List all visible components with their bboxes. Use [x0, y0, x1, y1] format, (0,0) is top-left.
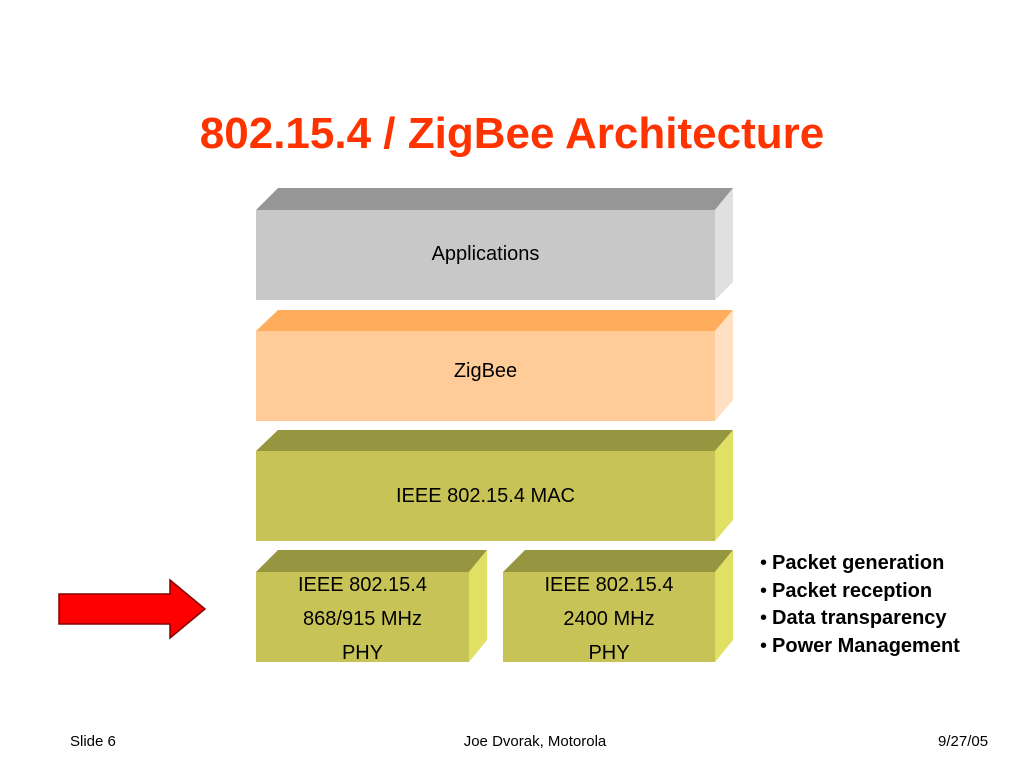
zigbee-label: ZigBee	[453, 360, 518, 382]
footer-date: 9/27/05	[938, 733, 989, 750]
phy-868-915-layer	[256, 550, 487, 662]
bullet-icon: •	[760, 607, 768, 629]
phy-right-line3: PHY	[588, 642, 630, 664]
mac-layer-top	[256, 430, 733, 451]
phy-left-line2: 868/915 MHz	[303, 608, 422, 630]
footer-author: Joe Dvorak, Motorola	[463, 733, 607, 750]
footer-slide-number: Slide 6	[70, 733, 116, 750]
bullet-icon: •	[760, 552, 768, 574]
phy-left-front	[256, 572, 469, 662]
list-item: •Power Management	[760, 634, 960, 657]
phy-right-label: IEEE 802.15.4 2400 MHz PHY	[503, 568, 715, 670]
mac-label: IEEE 802.15.4 MAC	[396, 485, 575, 507]
zigbee-layer	[256, 310, 733, 421]
phy-right-line1: IEEE 802.15.4	[544, 574, 674, 596]
phy-left-line3: PHY	[341, 642, 384, 664]
phy-left-line1: IEEE 802.15.4	[298, 574, 427, 596]
phy-right-side	[715, 550, 733, 662]
applications-layer-front	[256, 210, 715, 300]
mac-layer-front	[256, 451, 715, 541]
zigbee-layer-front	[256, 331, 715, 421]
list-item: •Data transparency	[760, 607, 947, 629]
zigbee-layer-side	[715, 310, 733, 421]
list-item: •Packet generation	[760, 552, 945, 574]
phy-right-top	[503, 550, 733, 572]
phy-right-line2: 2400 MHz	[563, 608, 655, 630]
applications-layer-side	[715, 188, 733, 300]
red-arrow-icon	[58, 578, 207, 640]
applications-layer	[256, 188, 733, 300]
phy-left-side	[469, 550, 487, 662]
mac-feature-list: •Packet generation •Packet reception •Da…	[760, 550, 960, 660]
applications-layer-top	[256, 188, 733, 210]
phy-2400-layer	[503, 550, 733, 662]
mac-layer-side	[715, 430, 733, 541]
phy-left-label: IEEE 802.15.4 868/915 MHz PHY	[256, 568, 469, 670]
phy-left-top	[256, 550, 487, 572]
mac-layer	[256, 430, 733, 541]
slide-title: 802.15.4 / ZigBee Architecture	[199, 109, 825, 158]
bullet-icon: •	[760, 634, 768, 657]
list-item: •Packet reception	[760, 579, 933, 602]
zigbee-layer-top	[256, 310, 733, 331]
applications-label: Applications	[431, 243, 540, 265]
bullet-icon: •	[760, 579, 768, 602]
phy-right-front	[503, 572, 715, 662]
